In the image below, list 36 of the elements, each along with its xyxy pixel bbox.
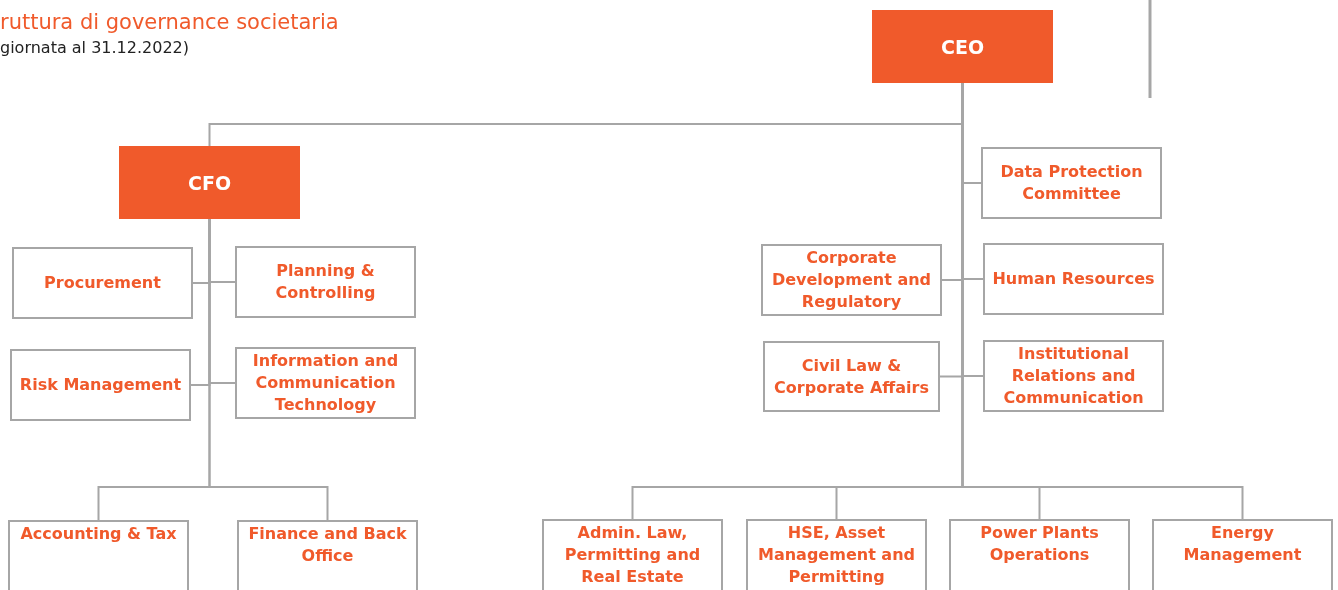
unit-name: Civil Law & Corporate Affairs (773, 354, 930, 399)
unit-name: Energy Management (1182, 522, 1303, 566)
unit-box (949, 519, 1130, 590)
unit-box (983, 340, 1164, 412)
unit-name: Institutional Relations and Communication (1002, 343, 1145, 409)
unit-name: Information and Communication Technology (251, 350, 400, 416)
unit-name: Planning & Controlling (274, 260, 377, 304)
unit-box (763, 341, 940, 412)
unit-box (746, 519, 927, 590)
unit-box (1152, 519, 1333, 590)
unit-box (981, 147, 1162, 219)
unit-name: Data Protection Committee (999, 161, 1144, 205)
unit-name: CFO (186, 171, 233, 194)
unit-name: HSE, Asset Management and Permitting (757, 522, 916, 588)
unit-box (542, 519, 723, 590)
title: ruttura di governance societaria (0, 10, 339, 34)
unit-box (10, 349, 191, 421)
unit-box (8, 520, 189, 590)
date-note: giornata al 31.12.2022) (0, 38, 189, 57)
unit-box (761, 244, 942, 316)
executive-box (872, 10, 1053, 83)
unit-name: CEO (939, 35, 986, 58)
executive-box (119, 146, 300, 219)
unit-name: Finance and Back Office (247, 523, 408, 567)
unit-name: Risk Management (18, 374, 183, 396)
unit-box (235, 347, 416, 419)
unit-box (237, 520, 418, 590)
unit-box (12, 247, 193, 319)
unit-box (983, 243, 1164, 315)
unit-box (235, 246, 416, 318)
unit-name: Corporate Development and Regulatory (770, 247, 933, 313)
unit-name: Admin. Law, Permitting and Real Estate (563, 522, 702, 588)
unit-name: Procurement (43, 272, 162, 294)
unit-name: Accounting & Tax (19, 523, 178, 545)
unit-name: Human Resources (991, 268, 1156, 290)
unit-name: Power Plants Operations (979, 522, 1100, 566)
